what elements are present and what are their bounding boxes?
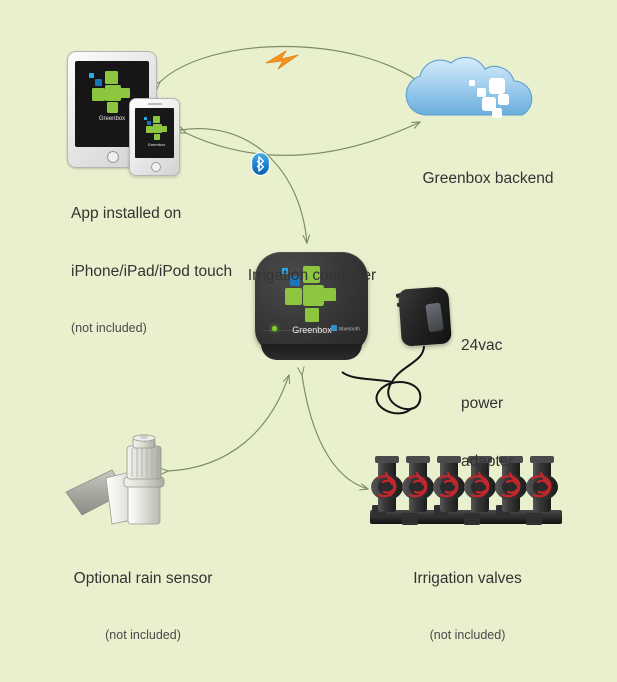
connector-cloud-controller	[186, 122, 420, 156]
adapter-shell	[398, 286, 452, 347]
connector-tablet-cloud	[160, 45, 425, 87]
label-rain-sensor-text: Optional rain sensor	[73, 570, 213, 588]
bluetooth-badge-label: Bluetooth	[339, 325, 360, 331]
valve-manifold-shape	[370, 456, 562, 525]
greenbox-logo-controller: Greenbox	[282, 266, 342, 338]
controller-bluetooth-badge: Bluetooth	[331, 325, 360, 331]
controller-wordmark: Greenbox	[292, 325, 332, 335]
label-adapter-line3: adapter	[461, 452, 514, 470]
tablet-home-button[interactable]	[107, 151, 119, 163]
label-valves-note: (not included)	[429, 627, 506, 642]
label-rain-sensor: Optional rain sensor (not included)	[48, 531, 238, 682]
power-adapter-device	[395, 280, 458, 348]
phone-device[interactable]: Greenbox	[129, 98, 180, 176]
cloud-shape	[405, 56, 533, 118]
controller-base	[261, 344, 362, 360]
label-controller: Irrigation controller	[228, 228, 396, 325]
phone-screen: Greenbox	[135, 108, 174, 158]
phone-wordmark: Greenbox	[147, 142, 166, 147]
greenbox-logo-phone: Greenbox	[144, 116, 169, 150]
diagram-canvas: cloud --> controller (bluetooth) --> con…	[65, 45, 571, 642]
label-valves-text: Irrigation valves	[413, 570, 522, 588]
bluetooth-icon	[251, 152, 270, 176]
phone-speaker	[147, 103, 162, 105]
label-adapter: 24vac power adapter	[461, 298, 571, 511]
lightning-bolt-icon	[264, 47, 300, 73]
valve-group	[371, 456, 558, 512]
label-app-line1: App installed on	[71, 205, 182, 223]
adapter-cable-shape	[341, 345, 425, 415]
label-backend: Greenbox backend	[408, 131, 568, 228]
label-adapter-line2: power	[461, 394, 504, 412]
greenbox-logo-tablet: Greenbox	[89, 71, 135, 129]
label-backend-text: Greenbox backend	[422, 170, 554, 188]
controller-seam	[262, 330, 361, 331]
label-controller-text: Irrigation controller	[247, 267, 377, 285]
connector-controller-valves	[302, 375, 368, 489]
controller-status-led	[272, 326, 277, 331]
connector-layer: cloud --> controller (bluetooth) --> con…	[65, 45, 562, 525]
label-rain-sensor-note: (not included)	[105, 627, 181, 642]
label-app: App installed on iPhone/iPad/iPod touch …	[71, 166, 301, 375]
label-adapter-line1: 24vac	[461, 337, 503, 355]
tablet-wordmark: Greenbox	[98, 116, 126, 122]
bluetooth-badge-mark	[331, 325, 338, 331]
label-valves: Irrigation valves (not included)	[375, 531, 560, 682]
connector-rainsensor-controller	[168, 375, 289, 471]
adapter-label-window	[425, 302, 444, 333]
rain-sensor-shape	[65, 434, 165, 525]
label-app-line2: iPhone/iPad/iPod touch	[71, 262, 233, 280]
phone-home-button[interactable]	[150, 162, 161, 172]
label-app-note: (not included)	[71, 320, 147, 335]
irrigation-controller-device[interactable]: Greenbox Bluetooth	[255, 252, 368, 360]
controller-body: Greenbox Bluetooth	[255, 252, 368, 352]
